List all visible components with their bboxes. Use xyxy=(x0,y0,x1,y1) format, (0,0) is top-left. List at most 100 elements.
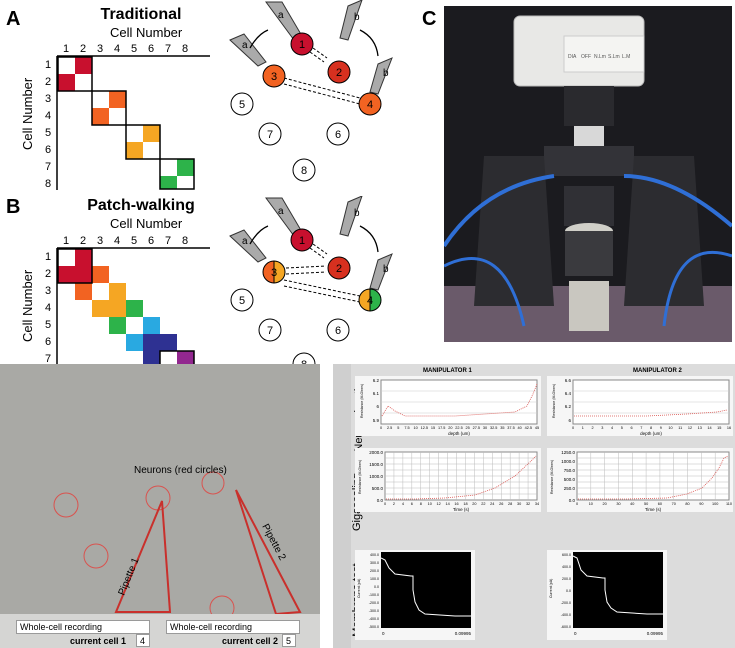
current-cell-2-input[interactable]: 5 xyxy=(282,634,296,647)
tick: 6.6 xyxy=(565,378,572,383)
tick: 6.2 xyxy=(373,378,380,383)
x-tick: 10 xyxy=(428,502,432,506)
col-num: 5 xyxy=(131,235,137,247)
traditional-matrix: 1 2 3 4 5 6 7 8 1 2 3 4 5 6 7 8 xyxy=(45,43,210,190)
tick: 600.0 xyxy=(562,553,571,557)
pipette1-outline xyxy=(114,500,172,613)
col-num: 3 xyxy=(97,235,103,247)
x-tick: 12 xyxy=(437,502,441,506)
cell-num: 6 xyxy=(335,325,341,337)
cell-num: 5 xyxy=(239,295,245,307)
x-tick: 27.5 xyxy=(473,426,480,430)
cell-num: 1 xyxy=(299,39,305,51)
x-tick: 60 xyxy=(658,502,662,506)
tick: 0 xyxy=(574,631,577,636)
cell-num: 8 xyxy=(301,165,307,177)
col-num: 1 xyxy=(63,235,69,247)
tick: 500.0 xyxy=(564,477,576,482)
current-cell-1-input[interactable]: 4 xyxy=(136,634,150,647)
pipette-a-label: a xyxy=(242,236,248,247)
row-num: 6 xyxy=(45,144,51,156)
x-tick: 25 xyxy=(466,426,470,430)
tick: 0.09995 xyxy=(647,631,664,636)
row-num: 5 xyxy=(45,319,51,331)
x-tick: 45 xyxy=(535,426,539,430)
x-tick: 40 xyxy=(630,502,634,506)
cell-num: 1 xyxy=(299,235,305,247)
tick: 6 xyxy=(376,404,379,409)
x-tick: 22.5 xyxy=(455,426,462,430)
x-tick: 11 xyxy=(678,426,682,430)
pipette2-outline xyxy=(235,489,302,616)
row-num: 2 xyxy=(45,76,51,88)
gs1-ylabel: Resistance (M-Ohms) xyxy=(358,460,362,494)
col-num: 7 xyxy=(165,43,171,55)
camera-overlay: Neurons (red circles) Pipette 1 Pipette … xyxy=(0,364,320,621)
panel-letter-b: B xyxy=(6,196,21,218)
tick: 750.0 xyxy=(564,468,576,473)
tick: -500.0 xyxy=(369,625,379,629)
x-tick: 5 xyxy=(397,426,399,430)
x-tick: 9 xyxy=(660,426,662,430)
x-tick: 10 xyxy=(589,502,593,506)
row-num: 6 xyxy=(45,336,51,348)
pipette-a-left xyxy=(229,33,267,67)
x-tick: 17.5 xyxy=(438,426,445,430)
display-label: L.M xyxy=(622,54,630,60)
tick: 500.0 xyxy=(372,486,384,491)
patch-walking-matrix: 1 2 3 4 5 6 7 8 1 2 3 4 5 6 7 8 xyxy=(45,235,210,382)
x-tick: 1 xyxy=(582,426,584,430)
col-num: 8 xyxy=(182,43,188,55)
row-num: 5 xyxy=(45,127,51,139)
x-tick: 12 xyxy=(688,426,692,430)
x-tick: 4 xyxy=(402,502,404,506)
nh2-ylabel: Resistance (M-Ohms) xyxy=(552,384,556,418)
cell-num: 3 xyxy=(271,267,277,279)
manipulator-2-title: MANIPULATOR 2 xyxy=(633,368,682,374)
row-num: 1 xyxy=(45,59,51,71)
mt2-ylabel: Current (pA) xyxy=(549,579,553,598)
row-num: 1 xyxy=(45,251,51,263)
x-tick: 2.5 xyxy=(387,426,392,430)
panel-letter-a: A xyxy=(6,8,21,30)
pipette-a-label: a xyxy=(278,206,284,217)
x-tick: 35 xyxy=(500,426,504,430)
patch-walking-schematic: a b a b 1 2 3 4 5 6 7 8 xyxy=(229,196,393,376)
cell-num: 4 xyxy=(367,99,373,111)
nh1-ylabel: Resistance (M-Ohms) xyxy=(360,384,364,418)
x-tick: 90 xyxy=(699,502,703,506)
cell-num: 4 xyxy=(367,295,373,307)
mt2-chart: 600.0 400.0 200.0 0.0 -200.0 -400.0 -600… xyxy=(547,550,667,640)
mt1-ylabel: Current (pA) xyxy=(357,579,361,598)
x-tick: 22 xyxy=(481,502,485,506)
col-num: 1 xyxy=(63,43,69,55)
tick: 5.9 xyxy=(373,418,380,423)
nh2-xlabel: depth (um) xyxy=(640,431,662,436)
pipette-b-top xyxy=(339,0,363,41)
tick: 1250.0 xyxy=(561,450,575,455)
tick: -400.0 xyxy=(369,617,379,621)
tick: 1000.0 xyxy=(561,459,575,464)
display-label: N.Lm xyxy=(594,54,606,60)
tick: 6.1 xyxy=(373,391,380,396)
charts-panel: Neuron hunting Gigasealing Membrane test… xyxy=(333,364,735,648)
x-tick: 28 xyxy=(508,502,512,506)
tick: 1000.0 xyxy=(369,474,383,479)
pipette-b-label: b xyxy=(383,264,389,275)
cell-num: 5 xyxy=(239,99,245,111)
x-tick: 6 xyxy=(411,502,413,506)
x-tick: 16 xyxy=(454,502,458,506)
status-field-2: Whole-cell recording xyxy=(166,620,300,634)
x-tick: 20 xyxy=(448,426,452,430)
x-tick: 14 xyxy=(707,426,711,430)
x-tick: 13 xyxy=(698,426,702,430)
x-tick: 14 xyxy=(445,502,449,506)
tick: 2000.0 xyxy=(369,450,383,455)
x-tick: 37.5 xyxy=(507,426,514,430)
row-num: 3 xyxy=(45,285,51,297)
tick: 6.2 xyxy=(565,404,572,409)
nh1-xlabel: depth (um) xyxy=(448,431,470,436)
col-num: 7 xyxy=(165,235,171,247)
panel-letter-c: C xyxy=(422,8,437,30)
x-tick: 18 xyxy=(463,502,467,506)
